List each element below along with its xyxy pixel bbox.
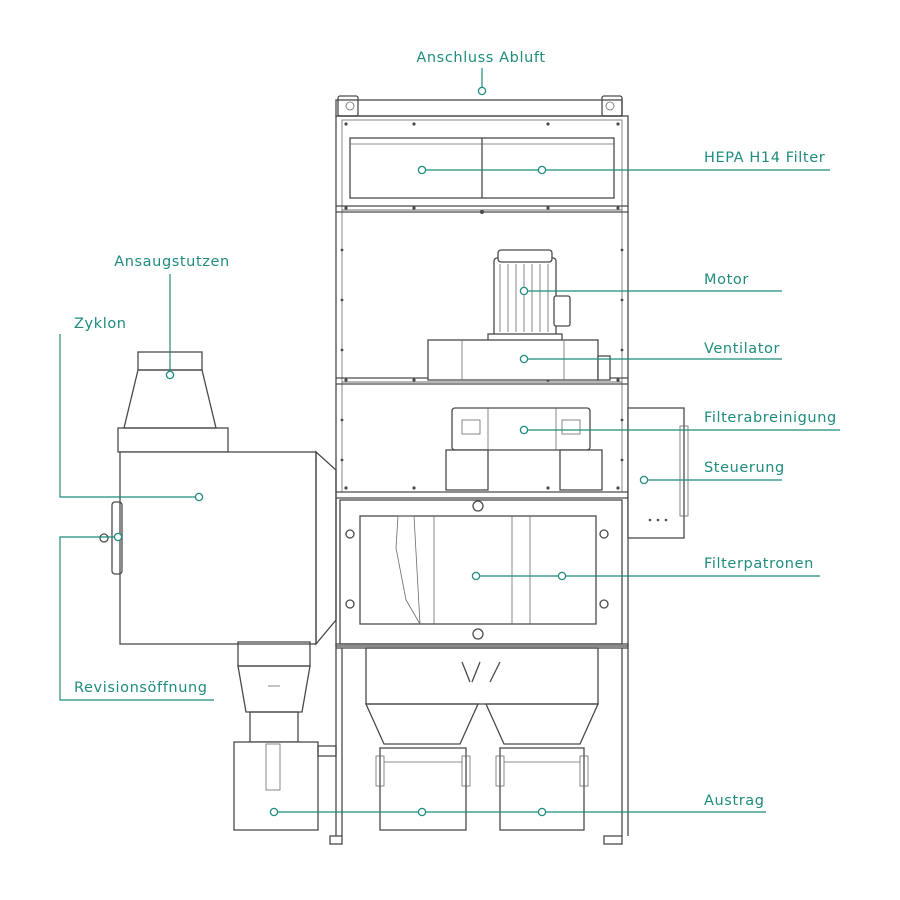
label-motor: Motor [704,272,749,288]
label-revisionsoeffnung: Revisionsöffnung [74,680,208,696]
hepa-filter-box [349,137,615,199]
base-stand [329,643,629,845]
discharge-bins [375,747,589,831]
label-ansaugstutzen: Ansaugstutzen [114,254,230,270]
callout-labels: Anschluss Abluft HEPA H14 Filter Ansaugs… [74,50,837,809]
label-zyklon: Zyklon [74,316,127,332]
label-steuerung: Steuerung [704,460,785,476]
label-filterpatronen: Filterpatronen [704,556,814,572]
label-filterabreinigung: Filterabreinigung [704,410,837,426]
filter-cleaning-unit [445,407,603,491]
label-hepa-filter: HEPA H14 Filter [704,150,825,166]
machine-drawing [99,95,689,845]
label-austrag: Austrag [704,793,765,809]
leader-lines [59,68,840,813]
filter-cartridge-chamber [339,499,623,645]
main-cabinet [335,115,629,647]
motor-unit [487,249,571,343]
fan-housing [427,339,611,381]
cyclone [99,351,337,646]
exhaust-connection [335,95,623,117]
label-ventilator: Ventilator [704,341,780,357]
cyclone-outlet [233,641,337,831]
cabinet-bolts [340,122,624,490]
cabinet-frames [336,119,628,499]
leader-dots [113,86,649,817]
control-box [627,407,689,539]
label-anschluss-abluft: Anschluss Abluft [416,50,545,66]
